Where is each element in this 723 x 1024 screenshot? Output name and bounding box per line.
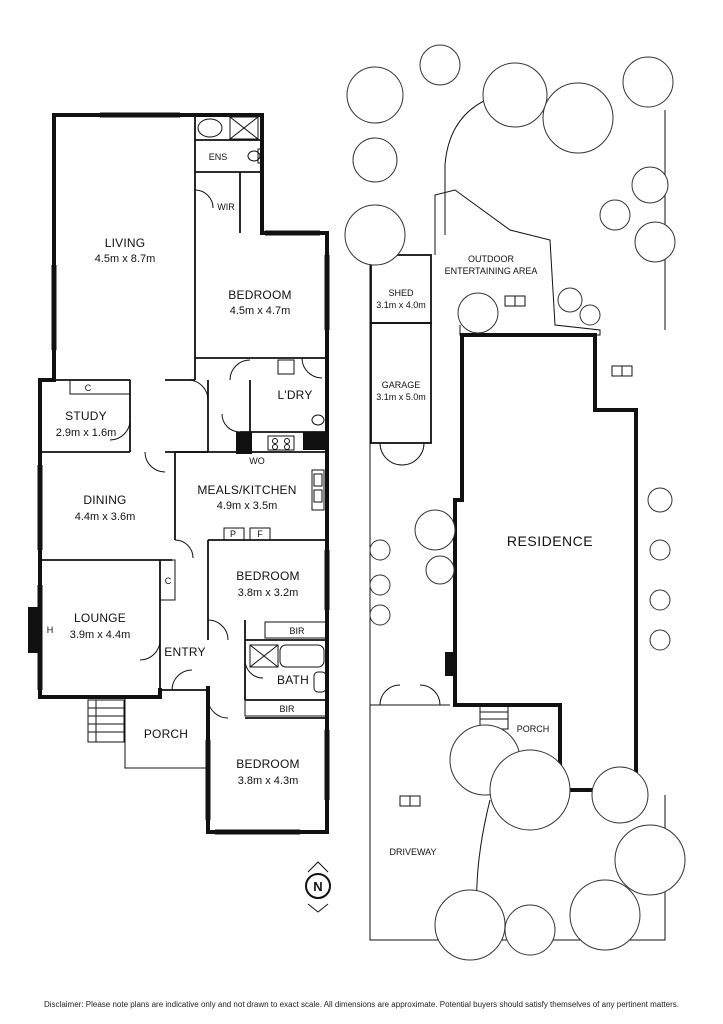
bedroom2-label: BEDROOM xyxy=(236,569,299,583)
dining-dim: 4.4m x 3.6m xyxy=(75,511,136,523)
shed-label: SHED xyxy=(388,288,414,298)
bedroom3-label: BEDROOM xyxy=(236,757,299,771)
outdoor-label-2: ENTERTAINING AREA xyxy=(445,266,538,276)
ldry-label: L'DRY xyxy=(277,388,312,402)
cupboard-label-study: C xyxy=(85,383,92,393)
fridge-label: F xyxy=(257,529,263,539)
bedroom3-dim: 3.8m x 4.3m xyxy=(238,775,299,787)
hearth-label: H xyxy=(47,625,54,635)
lounge-label: LOUNGE xyxy=(74,611,126,625)
bir-label-1: BIR xyxy=(289,626,305,636)
ens-label: ENS xyxy=(209,152,228,162)
site-porch-label: PORCH xyxy=(517,724,550,734)
wo-label: WO xyxy=(249,456,265,466)
bedroom1-dim: 4.5m x 4.7m xyxy=(230,305,291,317)
bedroom1-label: BEDROOM xyxy=(228,288,291,302)
pantry-label: P xyxy=(230,529,236,539)
bath-label: BATH xyxy=(277,673,309,687)
living-label: LIVING xyxy=(105,236,146,250)
disclaimer-text: Disclaimer: Please note plans are indica… xyxy=(44,1000,679,1009)
outdoor-label-1: OUTDOOR xyxy=(468,254,514,264)
study-dim: 2.9m x 1.6m xyxy=(56,427,117,439)
lounge-dim: 3.9m x 4.4m xyxy=(70,629,131,641)
dining-label: DINING xyxy=(83,493,126,507)
meals-label: MEALS/KITCHEN xyxy=(197,483,296,497)
wir-label: WIR xyxy=(217,202,235,212)
floor-plan-walls xyxy=(28,112,330,835)
bedroom2-dim: 3.8m x 3.2m xyxy=(238,587,299,599)
landscaping-trees xyxy=(344,44,686,961)
site-labels: SHED 3.1m x 4.0m GARAGE 3.1m x 5.0m OUTD… xyxy=(376,254,593,857)
residence-label: RESIDENCE xyxy=(507,533,593,549)
garage-label: GARAGE xyxy=(382,380,421,390)
room-labels: LIVING 4.5m x 8.7m ENS WIR BEDROOM 4.5m … xyxy=(56,152,313,787)
floor-plan: LIVING 4.5m x 8.7m ENS WIR BEDROOM 4.5m … xyxy=(28,44,686,961)
north-label: N xyxy=(313,879,323,894)
meals-dim: 4.9m x 3.5m xyxy=(217,500,278,512)
entry-label: ENTRY xyxy=(164,645,205,659)
driveway-label: DRIVEWAY xyxy=(389,847,436,857)
shed-dim: 3.1m x 4.0m xyxy=(376,300,426,310)
fixture-labels: C C WO P F H BIR BIR xyxy=(47,383,305,714)
north-arrow: N xyxy=(305,861,331,913)
cupboard-label-entry: C xyxy=(165,576,172,586)
living-dim: 4.5m x 8.7m xyxy=(95,253,156,265)
porch-label: PORCH xyxy=(144,727,188,741)
study-label: STUDY xyxy=(65,409,107,423)
bir-label-2: BIR xyxy=(279,704,295,714)
garage-dim: 3.1m x 5.0m xyxy=(376,392,426,402)
